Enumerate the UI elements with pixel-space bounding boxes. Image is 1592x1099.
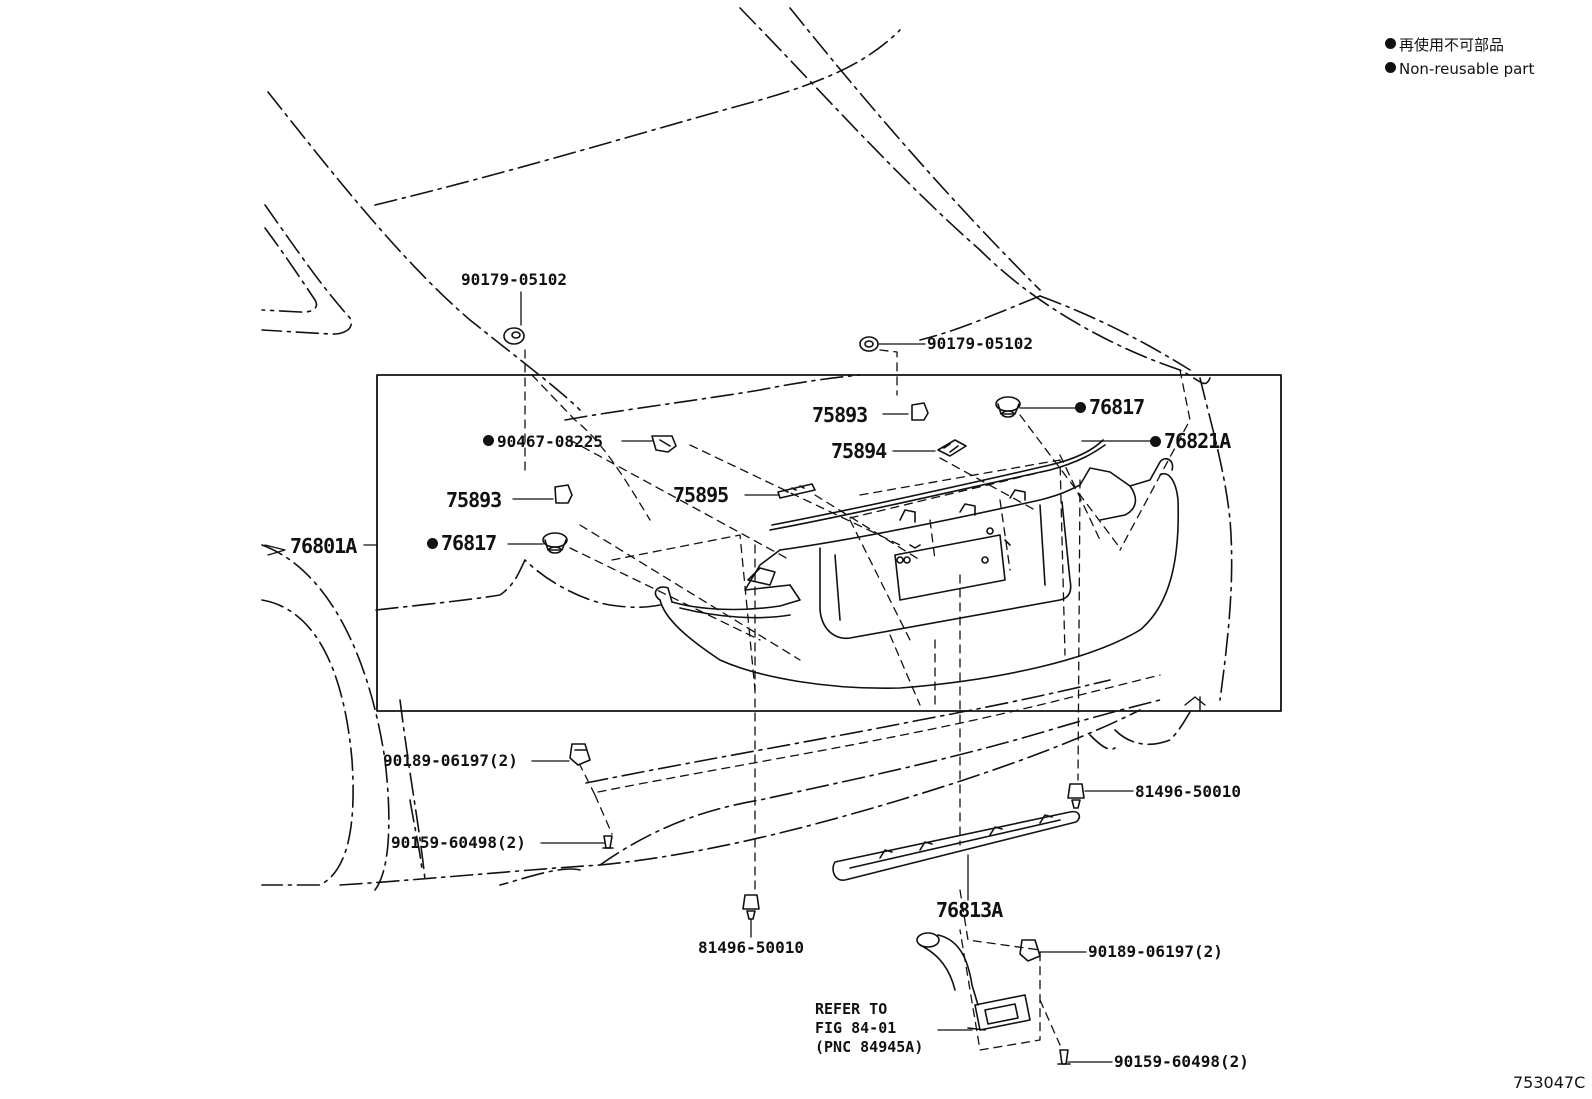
license-lamp-garnish <box>832 810 1081 881</box>
part-label-76817-b[interactable]: 76817 <box>1075 395 1145 419</box>
non-reusable-dot-icon <box>483 435 494 446</box>
part-label-76817-a[interactable]: 76817 <box>427 531 497 555</box>
non-reusable-dot-icon <box>1075 402 1086 413</box>
part-label-90189-a[interactable]: 90189-06197(2) <box>383 751 518 770</box>
body-panel-line <box>375 374 861 611</box>
part-label-90467[interactable]: 90467-08225 <box>483 434 603 450</box>
clip-90467 <box>651 435 677 453</box>
part-number: 76817 <box>1089 395 1145 419</box>
legend-jp-text: 再使用不可部品 <box>1399 36 1505 54</box>
clip-75893-b <box>911 402 929 421</box>
legend-dot-icon <box>1385 62 1396 73</box>
clip-76817-a <box>542 532 568 554</box>
part-label-90179-a[interactable]: 90179-05102 <box>461 270 567 289</box>
part-label-81496-a[interactable]: 81496-50010 <box>1135 782 1241 801</box>
refer-line-3: (PNC 84945A) <box>815 1038 924 1056</box>
part-label-90159-a[interactable]: 90159-60498(2) <box>391 833 526 852</box>
part-label-76813A[interactable]: 76813A <box>936 898 1003 922</box>
quarter-window-outline <box>261 204 352 335</box>
figure-code: 753047C <box>1513 1073 1586 1092</box>
part-label-90189-b[interactable]: 90189-06197(2) <box>1088 942 1223 961</box>
back-door-garnish <box>654 458 1180 690</box>
lamp-assembly <box>916 932 1031 1031</box>
part-number: 76817 <box>441 531 497 555</box>
fastener-90179-a <box>503 327 525 345</box>
detail-box <box>376 374 1282 712</box>
part-label-81496-b[interactable]: 81496-50010 <box>698 938 804 957</box>
legend-dot-icon <box>1385 38 1396 49</box>
part-number: 90467-08225 <box>497 432 603 451</box>
assembly-lines <box>524 349 1191 1051</box>
wheel-arch-outline <box>261 544 1191 891</box>
non-reusable-dot-icon <box>1150 436 1161 447</box>
clip-76817-b <box>995 396 1021 418</box>
corner-mark <box>1184 696 1206 711</box>
part-label-76821A[interactable]: 76821A <box>1150 429 1231 453</box>
refer-note: REFER TO FIG 84-01 (PNC 84945A) <box>815 1000 923 1057</box>
part-label-75894[interactable]: 75894 <box>831 439 887 463</box>
leader-lines <box>264 291 1159 1063</box>
screw-90159-b <box>1057 1049 1071 1065</box>
part-label-75893-a[interactable]: 75893 <box>446 488 502 512</box>
legend-en: Non-reusable part <box>1385 60 1534 78</box>
screw-90159-a <box>602 835 614 849</box>
part-label-75893-b[interactable]: 75893 <box>812 403 868 427</box>
clip-90189-a <box>569 743 591 766</box>
non-reusable-dot-icon <box>427 538 438 549</box>
part-label-75895[interactable]: 75895 <box>673 483 729 507</box>
refer-line-1: REFER TO <box>815 1000 888 1018</box>
fastener-90179-b <box>859 336 879 352</box>
clip-90189-b <box>1019 939 1041 962</box>
part-label-76801A[interactable]: 76801A <box>290 534 357 558</box>
moulding-strip <box>769 439 1106 531</box>
part-label-90179-b[interactable]: 90179-05102 <box>927 334 1033 353</box>
legend-jp: 再使用不可部品 <box>1385 34 1504 55</box>
clip-75893-a <box>554 484 573 504</box>
clip-81496-b <box>742 894 760 920</box>
emblem-75894 <box>937 439 967 457</box>
refer-line-2[interactable]: FIG 84-01 <box>815 1019 897 1037</box>
clip-81496-a <box>1067 783 1085 809</box>
part-label-90159-b[interactable]: 90159-60498(2) <box>1114 1052 1249 1071</box>
vehicle-body-outline <box>267 7 1233 701</box>
legend-en-text: Non-reusable part <box>1399 60 1535 78</box>
part-number: 76821A <box>1164 429 1231 453</box>
